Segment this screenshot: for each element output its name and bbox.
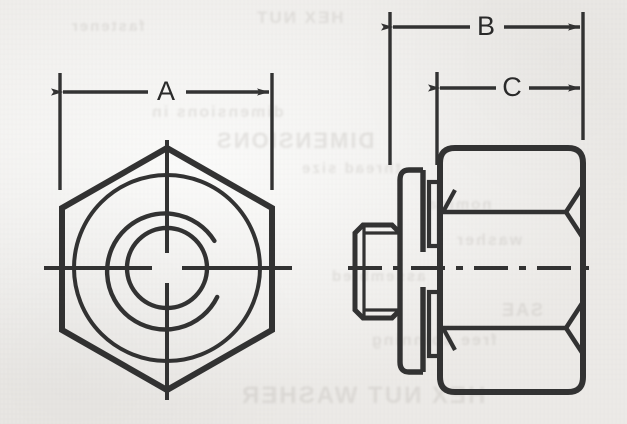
- dimension-a: [51, 73, 274, 190]
- nut-left-corner-chamfers: [441, 188, 457, 352]
- dimension-b-label: B: [476, 11, 495, 41]
- nut-corner-chamfers: [564, 184, 585, 356]
- dimension-b: [381, 12, 585, 165]
- front-view-centerlines: [44, 140, 292, 400]
- dimension-c: [428, 72, 581, 165]
- thread-major-arc: [104, 211, 220, 332]
- washer-flange-profile: [397, 167, 423, 375]
- shank-profile: [352, 222, 403, 321]
- nut-chamfer-lines: [443, 209, 566, 331]
- hex-nut-side-view: [348, 145, 600, 395]
- hex-nut-front-view: [44, 140, 292, 400]
- dimension-c-label: C: [502, 72, 522, 102]
- dimension-a-label: A: [156, 76, 175, 106]
- nut-body-profile: [437, 145, 586, 395]
